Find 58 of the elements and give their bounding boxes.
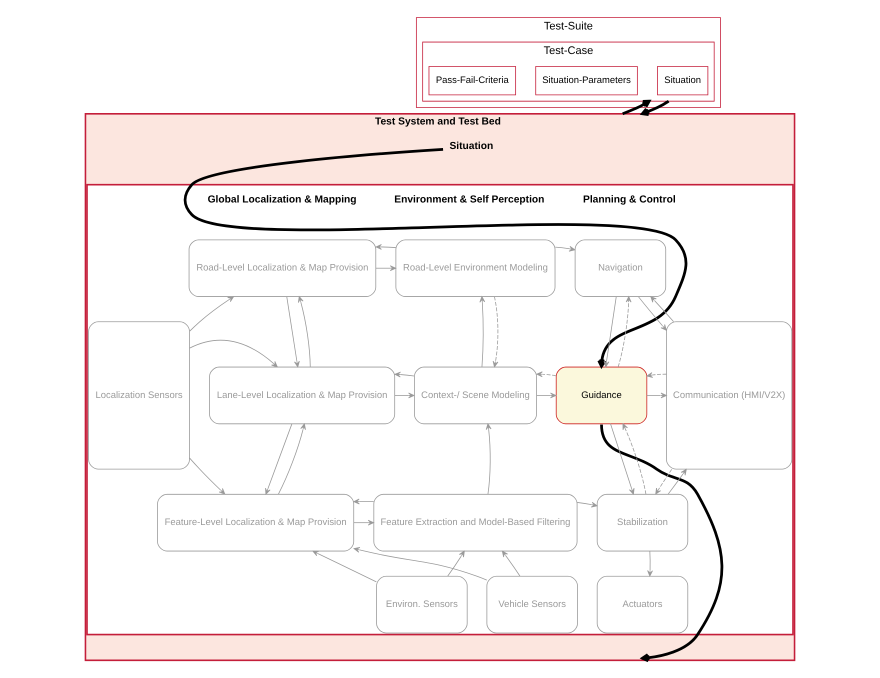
arrow (647, 550, 653, 577)
arrow (394, 392, 414, 398)
arrow (353, 498, 374, 504)
arrow (278, 423, 306, 495)
label: Environment & Self Perception (394, 194, 544, 206)
arrow (502, 550, 520, 577)
arrow (189, 340, 278, 368)
label: Global Localization & Mapping (208, 194, 357, 206)
node-box: Situation (657, 66, 708, 96)
node-box: Actuators (596, 576, 688, 634)
node-box: Lane-Level Localization & Map Provision (209, 366, 396, 424)
arrow (536, 392, 556, 398)
arrow (668, 468, 687, 494)
arrow (492, 296, 498, 368)
arrow (618, 296, 632, 368)
node-box: Feature Extraction and Model-Based Filtering (373, 494, 578, 552)
node-box: Stabilization (596, 494, 688, 552)
arrow (312, 550, 377, 582)
arrow (376, 244, 396, 250)
arrow (354, 547, 488, 580)
arrow (650, 296, 674, 322)
node-box: Context-/ Scene Modeling (414, 366, 537, 424)
node-box: Feature-Level Localization & Map Provision (157, 494, 354, 552)
arrow (265, 423, 292, 495)
arrow (576, 502, 598, 508)
arrow (554, 246, 576, 252)
arrow (189, 458, 226, 494)
arrow (486, 423, 492, 495)
node-box: Pass-Fail-Criteria (428, 66, 516, 96)
node-box: Vehicle Sensors (486, 576, 578, 634)
arrow (622, 100, 651, 116)
arrow (447, 550, 465, 577)
arrow (536, 371, 556, 378)
arrow (189, 296, 234, 332)
arrow (479, 296, 486, 368)
node-box: Situation-Parameters (535, 66, 638, 96)
node-box: Navigation (574, 239, 666, 297)
arrow (640, 100, 670, 116)
arrow (646, 392, 667, 398)
arrow (622, 423, 646, 495)
arrow (638, 296, 667, 331)
node-box: Communication (HMI/V2X) (666, 321, 792, 470)
label: Planning & Control (583, 194, 676, 206)
arrow (353, 520, 374, 526)
node-text: Situation (449, 140, 494, 152)
arrow (394, 372, 414, 378)
arrow (646, 372, 667, 378)
arrow (604, 296, 617, 368)
node-box: Guidance (556, 366, 648, 424)
arrow (610, 423, 634, 495)
arrow (655, 468, 672, 494)
arrow (376, 265, 396, 272)
arrow (286, 296, 300, 368)
node-box: Localization Sensors (88, 321, 190, 470)
arrow (298, 296, 311, 368)
node-box: Road-Level Localization & Map Provision (188, 239, 376, 297)
node-box: Environ. Sensors (376, 576, 468, 634)
node-box: Road-Level Environment Modeling (395, 239, 556, 297)
